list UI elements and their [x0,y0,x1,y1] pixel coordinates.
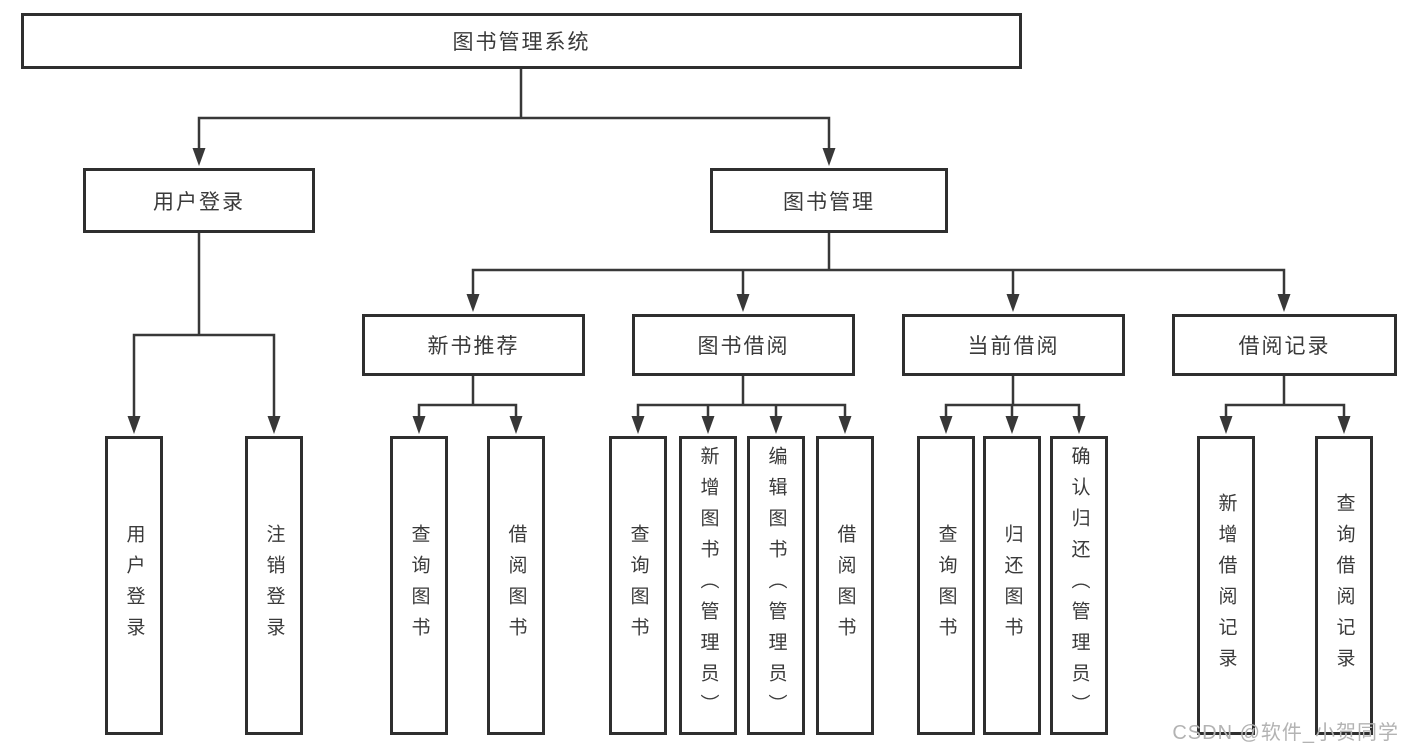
arrowhead-icon [466,294,480,312]
leaf-label: 归还图书 [1001,523,1023,648]
leaf-label: 查询图书 [627,523,649,648]
arrowhead-icon [769,416,783,434]
node-new-book-recommendation: 新书推荐 [362,314,585,376]
arrowhead-icon [1072,416,1086,434]
leaf-borrow-books: 借阅图书 [816,436,874,735]
leaf-label: 用户登录 [123,523,145,648]
node-label: 借阅记录 [1238,335,1331,358]
leaf-label: 借阅图书 [505,523,527,648]
arrowhead-icon [192,148,206,166]
node-label: 用户登录 [153,190,245,214]
node-current-borrowing: 当前借阅 [902,314,1125,376]
leaf-confirm-return-admin: 确认归还（管理员） [1050,436,1108,735]
arrowhead-icon [1005,416,1019,434]
leaf-query-books: 查询图书 [917,436,975,735]
leaf-label: 借阅图书 [834,523,856,648]
leaf-user-login: 用户登录 [105,436,163,735]
arrowhead-icon [736,294,750,312]
arrowhead-icon [1006,294,1020,312]
node-book-management: 图书管理 [710,168,948,233]
arrowhead-icon [267,416,281,434]
leaf-label: 新增借阅记录 [1215,492,1237,679]
arrowhead-icon [1337,416,1351,434]
arrowhead-icon [509,416,523,434]
leaf-return-books: 归还图书 [983,436,1041,735]
arrowhead-icon [631,416,645,434]
arrowhead-icon [412,416,426,434]
leaf-query-borrow-record: 查询借阅记录 [1315,436,1373,735]
leaf-label: 新增图书（管理员） [697,446,719,725]
leaf-label: 查询借阅记录 [1333,492,1355,679]
leaf-add-borrow-record: 新增借阅记录 [1197,436,1255,735]
csdn-watermark: CSDN @软件_小贺同学 [1172,722,1399,744]
node-label: 新书推荐 [427,335,520,358]
leaf-add-books-admin: 新增图书（管理员） [679,436,737,735]
arrowhead-icon [127,416,141,434]
leaf-logout: 注销登录 [245,436,303,735]
node-library-management-system: 图书管理系统 [21,13,1022,69]
node-label: 当前借阅 [967,335,1060,358]
leaf-label: 注销登录 [263,523,285,648]
leaf-label: 查询图书 [935,523,957,648]
leaf-label: 确认归还（管理员） [1068,446,1090,725]
leaf-edit-books-admin: 编辑图书（管理员） [747,436,805,735]
arrowhead-icon [1277,294,1291,312]
arrowhead-icon [822,148,836,166]
leaf-label: 编辑图书（管理员） [765,446,787,725]
leaf-query-books: 查询图书 [609,436,667,735]
node-label: 图书管理 [783,190,875,214]
arrowhead-icon [939,416,953,434]
leaf-borrow-books: 借阅图书 [487,436,545,735]
leaf-label: 查询图书 [408,523,430,648]
node-book-borrowing: 图书借阅 [632,314,855,376]
arrowhead-icon [701,416,715,434]
node-label: 图书管理系统 [452,31,591,54]
arrowhead-icon [838,416,852,434]
node-user-login: 用户登录 [83,168,315,233]
arrowhead-icon [1219,416,1233,434]
leaf-query-books: 查询图书 [390,436,448,735]
node-borrowing-records: 借阅记录 [1172,314,1397,376]
node-label: 图书借阅 [697,335,790,358]
